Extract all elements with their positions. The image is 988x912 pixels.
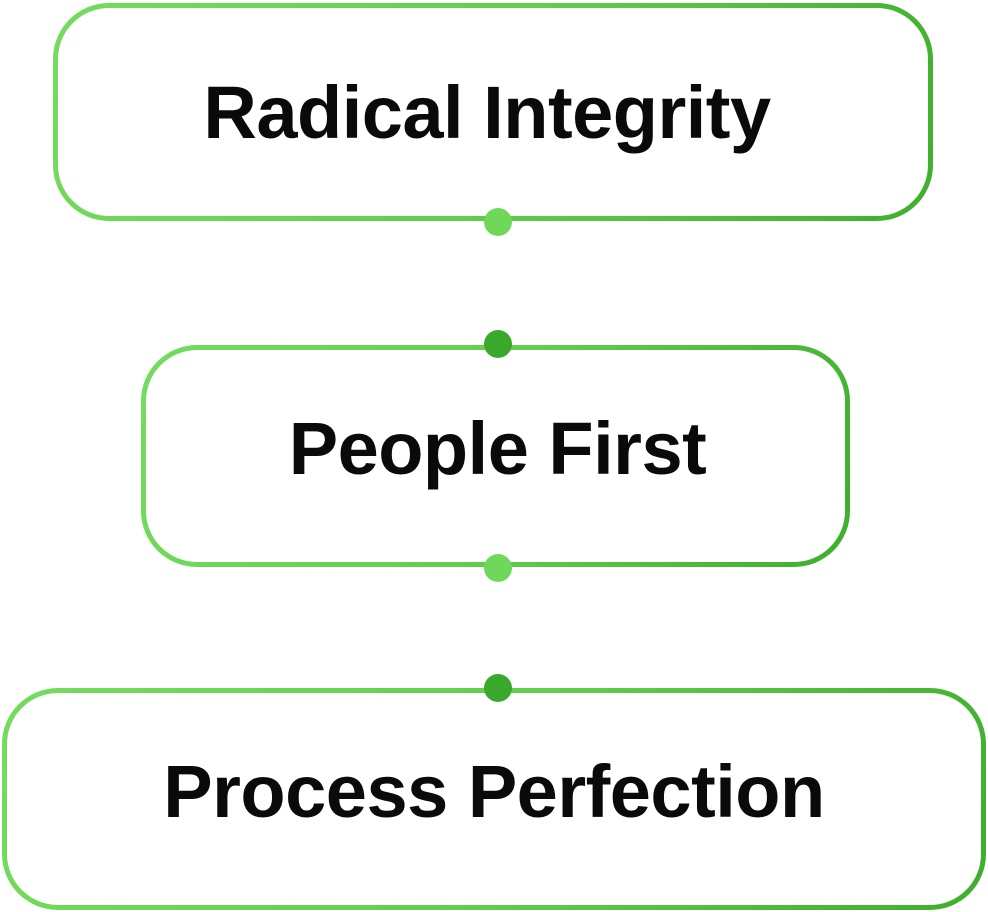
connector-1-to-2	[484, 208, 512, 358]
node-label-people-first: People First	[288, 406, 707, 490]
connector-2-to-3	[484, 554, 512, 702]
node-process-perfection: Process Perfection	[2, 688, 986, 910]
node-people-first: People First	[141, 345, 850, 567]
node-radical-integrity: Radical Integrity	[53, 3, 933, 221]
node-label-radical-integrity: Radical Integrity	[203, 70, 771, 154]
node-label-process-perfection: Process Perfection	[163, 749, 825, 833]
